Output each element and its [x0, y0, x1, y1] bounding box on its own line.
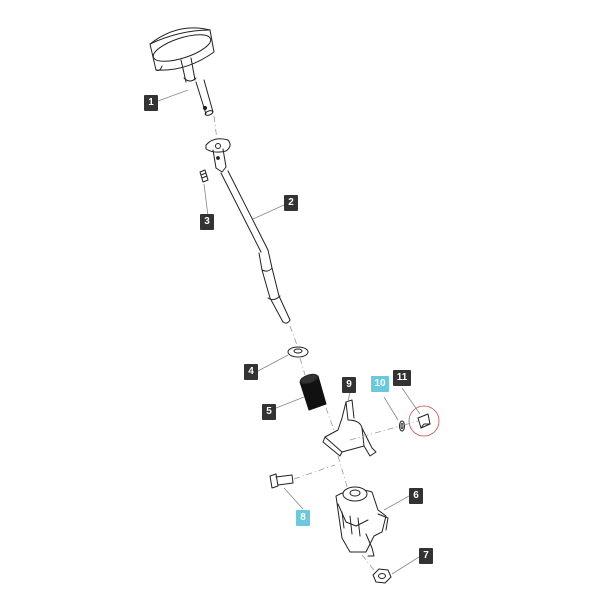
handle-knob-part [149, 27, 215, 116]
callout-2[interactable]: 2 [284, 195, 298, 211]
callout-5[interactable]: 5 [262, 404, 276, 420]
callout-6[interactable]: 6 [409, 488, 423, 504]
washer-part [287, 346, 309, 358]
callout-1[interactable]: 1 [144, 95, 158, 111]
shift-rod-part [205, 138, 291, 324]
pin-part [417, 413, 431, 429]
callout-7[interactable]: 7 [419, 548, 433, 564]
assembly-centerline [213, 115, 419, 571]
callout-10[interactable]: 10 [371, 376, 389, 392]
bracket-part [322, 399, 377, 457]
spring-part [299, 373, 327, 411]
detail-circle [408, 405, 440, 437]
leader-lines [157, 89, 421, 575]
switch-body-part [335, 486, 389, 557]
callout-8[interactable]: 8 [296, 510, 310, 526]
nut-part [372, 568, 392, 584]
bolt-part [269, 473, 294, 489]
callout-4[interactable]: 4 [244, 364, 258, 380]
o-ring-part [399, 420, 405, 432]
set-screw-part [199, 169, 209, 183]
callout-3[interactable]: 3 [200, 214, 214, 230]
callout-11[interactable]: 11 [393, 370, 411, 386]
callout-9[interactable]: 9 [342, 377, 356, 393]
